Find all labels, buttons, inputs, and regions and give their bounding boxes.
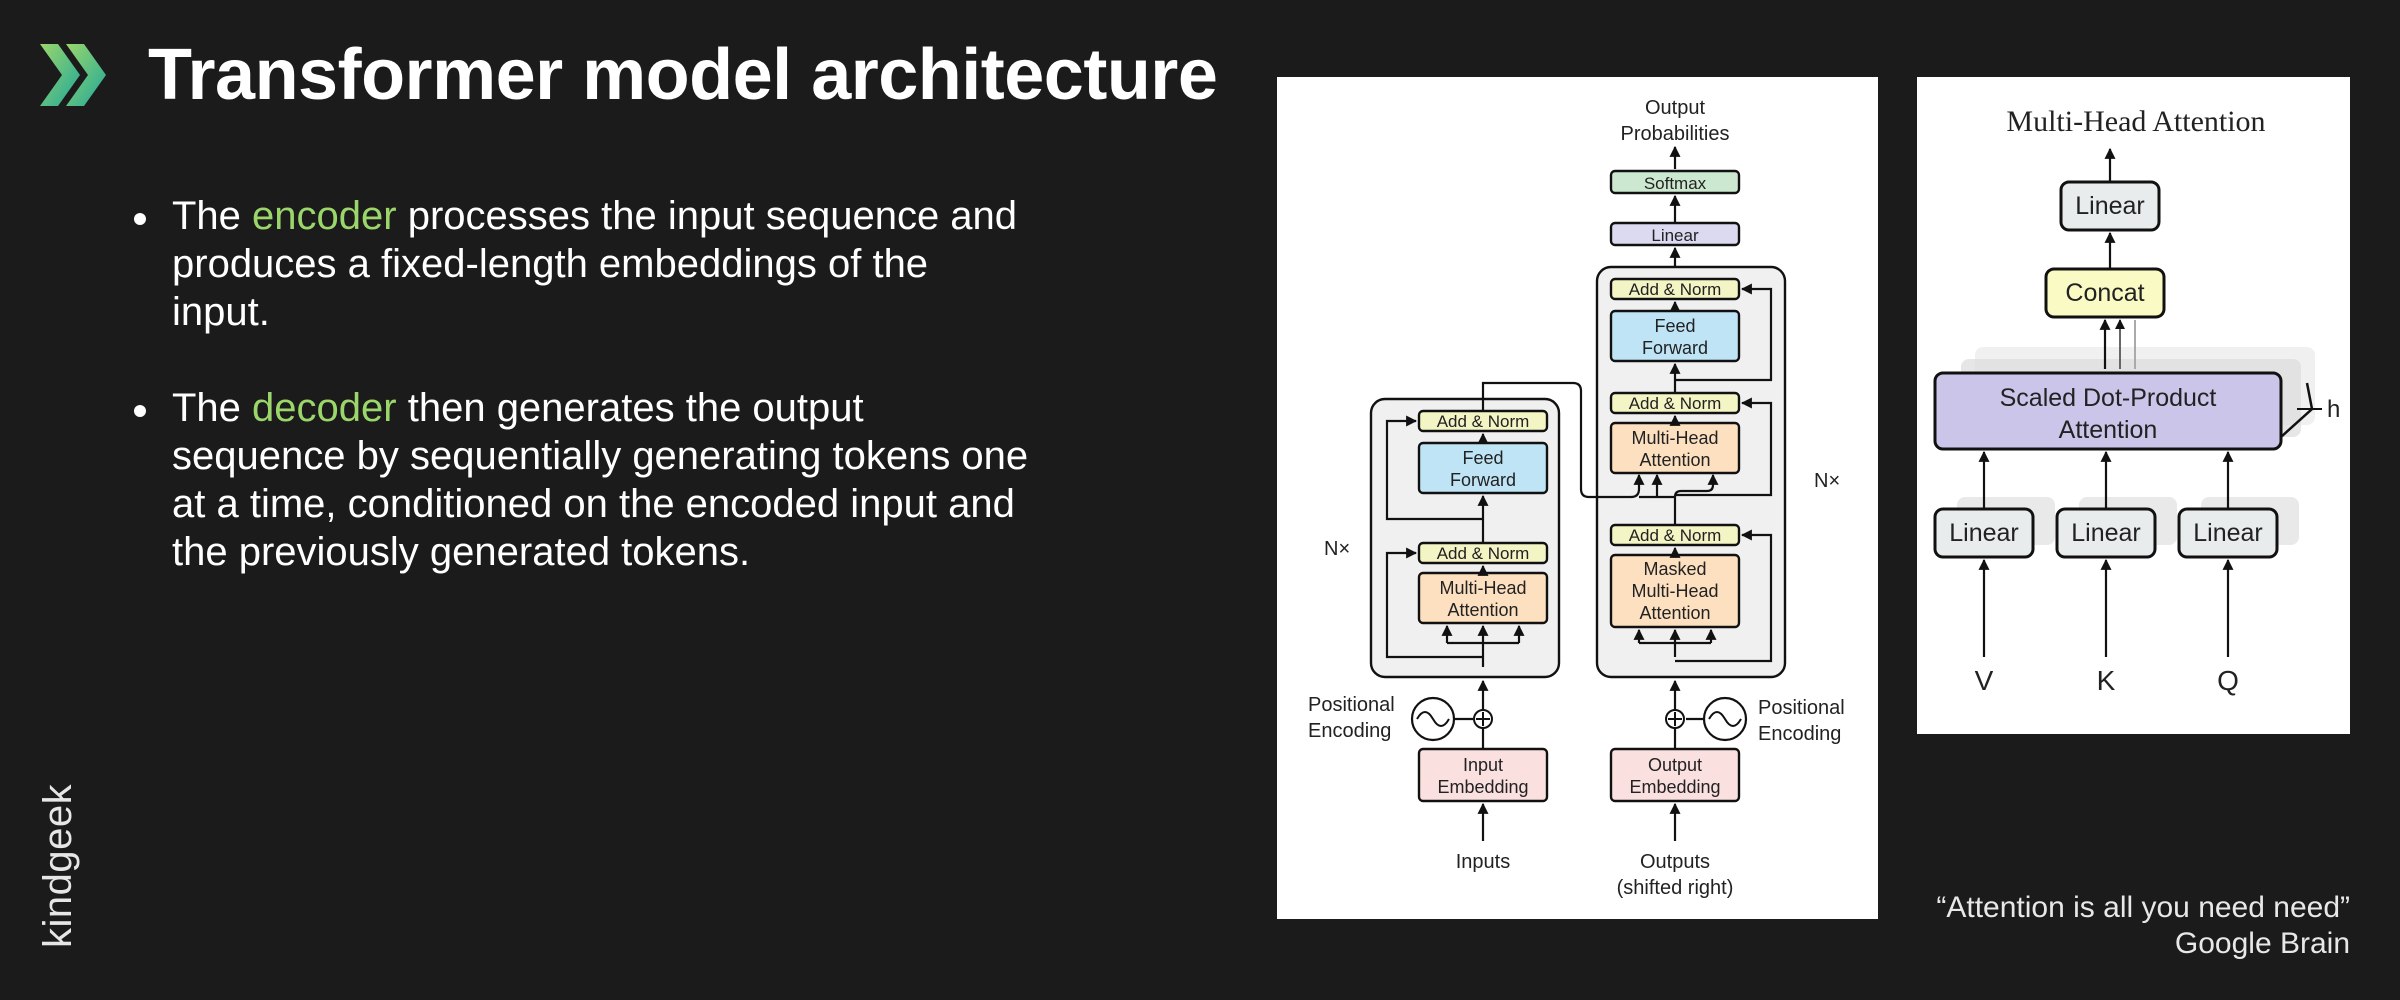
output-probabilities-label: Output — [1645, 97, 1705, 119]
positional-encoding-label: Positional — [1308, 694, 1395, 716]
linear-label: Linear — [1651, 226, 1699, 245]
bullet-text-post: then generates the output sequence by se… — [172, 386, 1029, 574]
v-label: V — [1975, 665, 1994, 696]
add-norm-label: Add & Norm — [1629, 526, 1722, 545]
mha-linear-label: Linear — [2071, 519, 2141, 547]
quote-text: “Attention is all you need need” — [1936, 891, 2350, 924]
add-norm-label: Add & Norm — [1629, 280, 1722, 299]
bullet-text-pre: The — [172, 386, 253, 430]
mha-linear-label: Linear — [2075, 192, 2145, 220]
bullet-text-pre: The — [172, 194, 253, 238]
positional-encoding-label: Encoding — [1758, 723, 1841, 745]
add-norm-label: Add & Norm — [1437, 544, 1530, 563]
mha-linear-label: Linear — [2193, 519, 2263, 547]
multi-head-attention-diagram: Multi-Head Attention Linear Concat Scale… — [1917, 77, 2350, 734]
highlight-encoder: encoder — [252, 194, 397, 238]
scaled-dot-product-attention-block — [1933, 371, 2283, 451]
output-probabilities-label: Probabilities — [1621, 123, 1730, 145]
masked-attention-label: Multi-Head — [1631, 581, 1718, 601]
softmax-label: Softmax — [1644, 174, 1707, 193]
softmax-block — [1609, 169, 1741, 195]
input-embedding-label: Input — [1463, 755, 1503, 775]
page-title: Transformer model architecture — [148, 35, 1218, 115]
encoder-nx-label: N× — [1324, 538, 1350, 560]
k-label: K — [2097, 665, 2116, 696]
masked-attention-label: Masked — [1643, 559, 1706, 579]
output-embedding-label: Embedding — [1629, 777, 1720, 797]
transformer-diagram: Output Probabilities Softmax Linear Add … — [1277, 77, 1878, 919]
add-norm-label: Add & Norm — [1437, 412, 1530, 431]
kindgeek-chevron-logo-icon — [40, 44, 106, 106]
linear-block — [1609, 221, 1741, 247]
q-label: Q — [2217, 665, 2239, 696]
decoder-add-norm-1 — [1609, 523, 1741, 547]
heads-h-label: h — [2327, 396, 2340, 423]
masked-attention-label: Attention — [1639, 603, 1710, 623]
mha-output-linear-block — [2059, 180, 2161, 232]
mha-linear-label: Linear — [1949, 519, 2019, 547]
mha-title: Multi-Head Attention — [2006, 105, 2265, 138]
decoder-add-norm-3 — [1609, 277, 1741, 301]
bullet-decoder: The decoder then generates the output se… — [130, 384, 1030, 576]
positional-encoding-label: Encoding — [1308, 720, 1391, 742]
bullet-list: The encoder processes the input sequence… — [130, 192, 1030, 624]
feed-forward-label: Forward — [1642, 338, 1708, 358]
decoder-nx-label: N× — [1814, 470, 1840, 492]
highlight-decoder: decoder — [252, 386, 397, 430]
quote-source: Google Brain — [2174, 927, 2350, 960]
outputs-label: (shifted right) — [1617, 877, 1734, 899]
output-embedding-label: Output — [1648, 755, 1702, 775]
inputs-label: Inputs — [1456, 851, 1510, 873]
encoder-stack — [1369, 397, 1561, 679]
positional-encoding-label: Positional — [1758, 697, 1845, 719]
mha-concat-label: Concat — [2065, 279, 2144, 307]
input-embedding-label: Embedding — [1437, 777, 1528, 797]
bullet-text-post: processes the input sequence and produce… — [172, 194, 1018, 334]
add-norm-label: Add & Norm — [1629, 394, 1722, 413]
quote: “Attention is all you need need” Google … — [1936, 890, 2350, 962]
scaled-attention-label: Attention — [2059, 416, 2158, 444]
bullet-encoder: The encoder processes the input sequence… — [130, 192, 1030, 336]
scaled-attention-label: Scaled Dot-Product — [2000, 384, 2217, 412]
input-embedding-block — [1417, 747, 1549, 803]
multi-head-attention-label: Multi-Head — [1631, 428, 1718, 448]
decoder-add-norm-2 — [1609, 391, 1741, 415]
encoder-add-norm-1 — [1417, 541, 1549, 565]
feed-forward-label: Feed — [1654, 316, 1695, 336]
multi-head-attention-label: Attention — [1639, 450, 1710, 470]
feed-forward-label: Feed — [1462, 448, 1503, 468]
output-embedding-block — [1609, 747, 1741, 803]
feed-forward-label: Forward — [1450, 470, 1516, 490]
multi-head-attention-label: Attention — [1447, 600, 1518, 620]
brand-wordmark: kindgeek — [36, 783, 80, 948]
multi-head-attention-label: Multi-Head — [1439, 578, 1526, 598]
mha-concat-block — [2044, 267, 2166, 319]
outputs-label: Outputs — [1640, 851, 1710, 873]
